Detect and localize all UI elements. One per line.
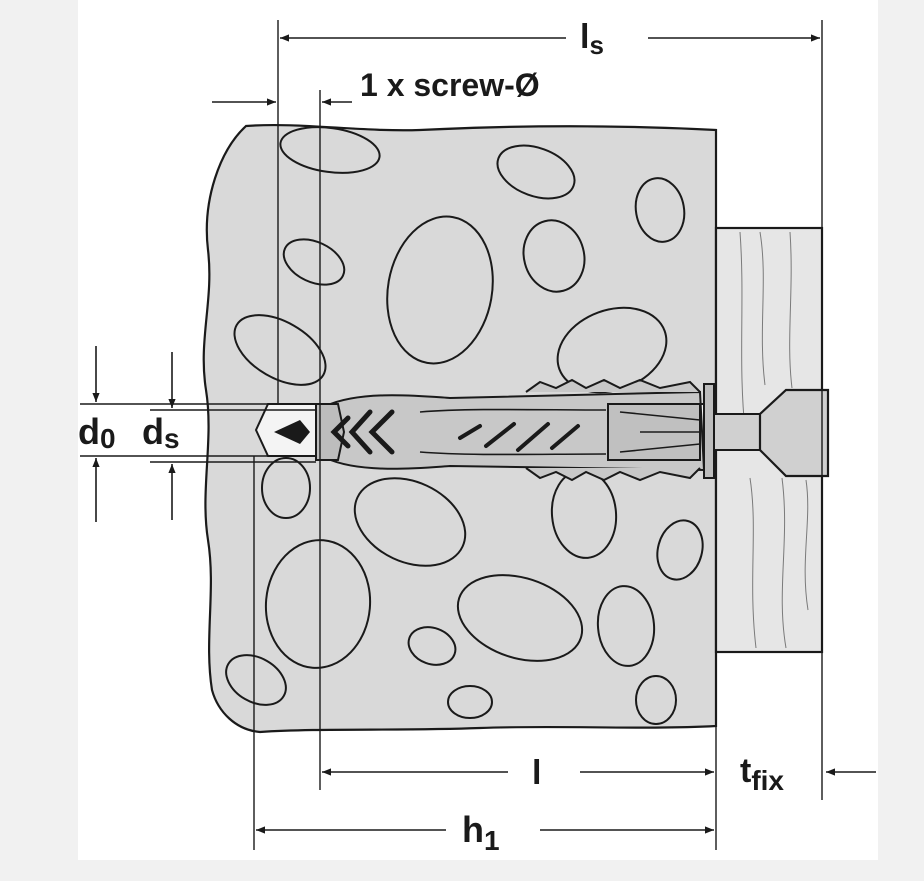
label-d0: d0 — [78, 411, 116, 454]
aggregate-stones — [225, 126, 704, 725]
screw — [274, 388, 830, 478]
label-tfix: tfix — [740, 752, 784, 796]
label-ls: ls — [580, 18, 604, 60]
dimension-lines — [92, 34, 876, 834]
label-l: l — [532, 754, 541, 792]
label-ds: ds — [142, 411, 180, 454]
label-h1: h1 — [462, 809, 500, 856]
label-screw-diameter: 1 x screw-Ø — [360, 67, 540, 103]
